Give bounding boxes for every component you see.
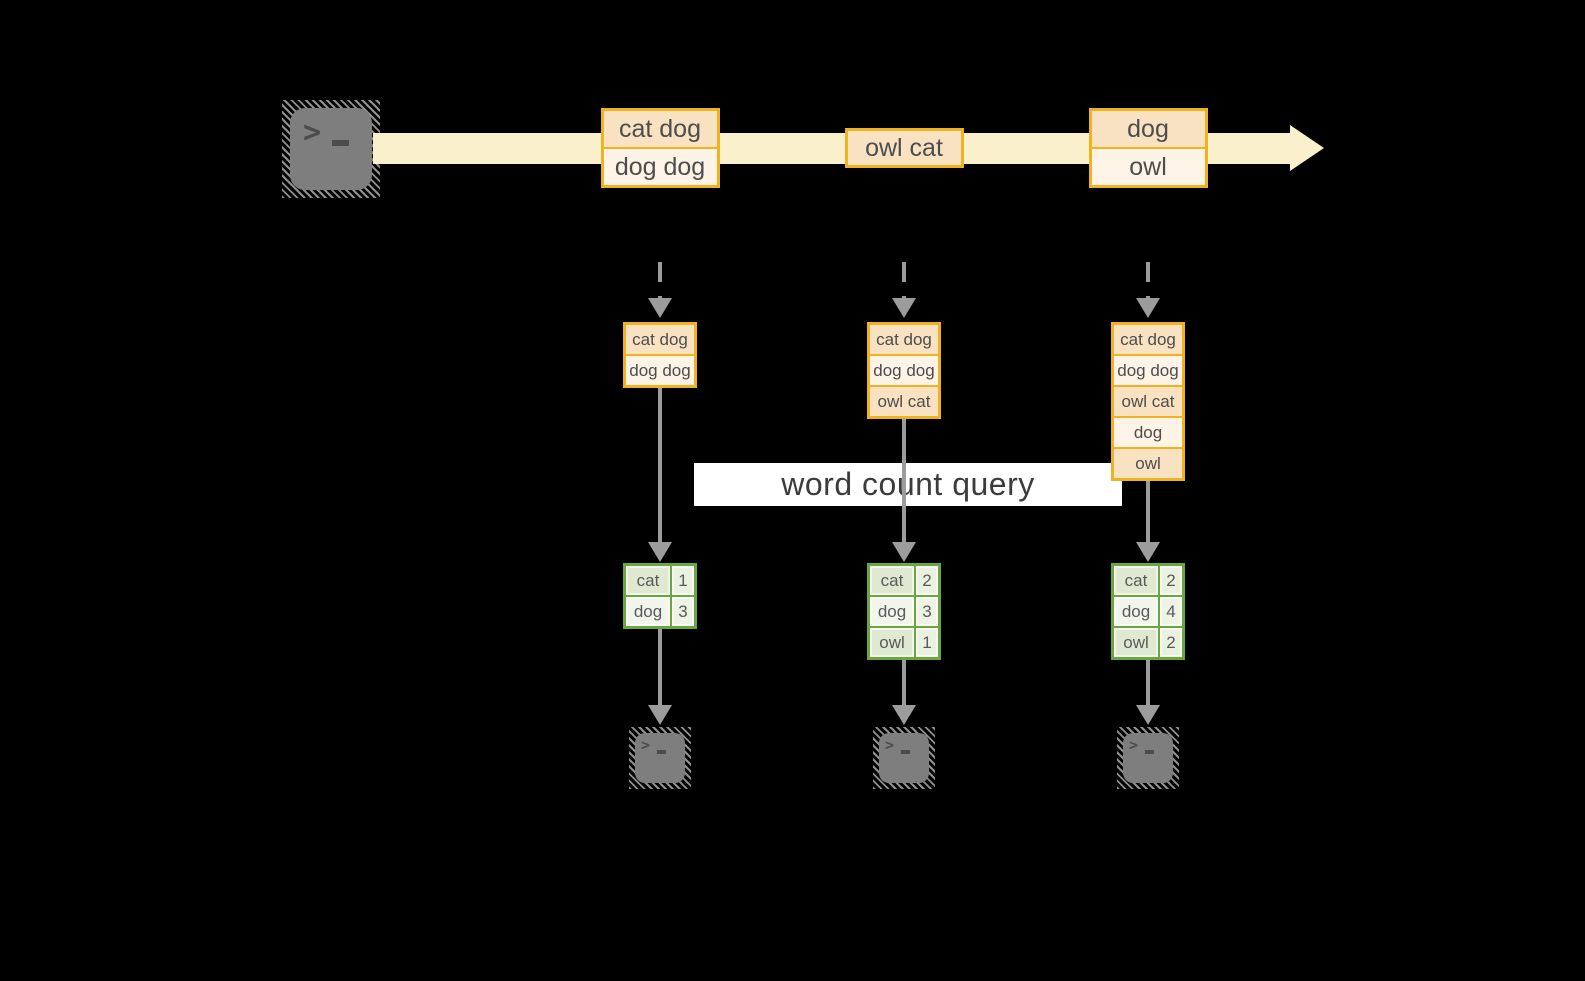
arrow-stem: [658, 262, 662, 298]
buffered-record: dog dog: [1114, 356, 1182, 385]
terminal-source-icon: >: [282, 100, 380, 198]
count-value-cell: 2: [1160, 628, 1182, 657]
arrowhead-icon: [892, 298, 916, 318]
buffered-record: owl cat: [870, 387, 938, 416]
terminal-output-icon: >: [1117, 727, 1179, 789]
terminal-cursor-icon: [657, 750, 666, 754]
arrowhead-icon: [648, 705, 672, 725]
terminal-prompt-icon: >: [1129, 736, 1139, 754]
arrowhead-icon: [648, 298, 672, 318]
count-word-cell: cat: [1114, 566, 1158, 595]
count-value-cell: 2: [916, 566, 938, 595]
count-value-cell: 4: [1160, 597, 1182, 626]
count-value-cell: 1: [672, 566, 694, 595]
arrowhead-icon: [648, 542, 672, 562]
buffered-record: cat dog: [870, 325, 938, 354]
terminal-prompt-icon: >: [885, 736, 895, 754]
stream-record: dog dog: [603, 149, 717, 185]
arrowhead-icon: [1136, 705, 1160, 725]
stream-record: owl: [1091, 149, 1205, 185]
query-label: word count query: [781, 466, 1035, 502]
terminal-prompt-icon: >: [641, 736, 651, 754]
buffered-record: cat dog: [1114, 325, 1182, 354]
buffered-record: dog dog: [870, 356, 938, 385]
arrow-stem: [902, 419, 906, 542]
count-word-cell: owl: [870, 628, 914, 657]
arrowhead-icon: [892, 705, 916, 725]
count-word-cell: cat: [626, 566, 670, 595]
arrowhead-icon: [892, 542, 916, 562]
terminal-cursor-icon: [332, 140, 349, 146]
buffered-record: cat dog: [626, 325, 694, 354]
arrow-stem: [1146, 262, 1150, 298]
buffered-record: dog dog: [626, 356, 694, 385]
buffered-record: dog: [1114, 418, 1182, 447]
count-word-cell: dog: [1114, 597, 1158, 626]
buffered-record: owl: [1114, 449, 1182, 478]
terminal-screen: >: [879, 733, 929, 783]
terminal-output-icon: >: [629, 727, 691, 789]
arrow-stem: [658, 388, 662, 542]
count-word-cell: dog: [870, 597, 914, 626]
stream-batch: owl cat: [844, 128, 964, 168]
terminal-output-icon: >: [873, 727, 935, 789]
buffered-record: owl cat: [1114, 387, 1182, 416]
count-word-cell: cat: [870, 566, 914, 595]
count-word-cell: owl: [1114, 628, 1158, 657]
query-label-band: word count query: [694, 463, 1122, 506]
terminal-screen: >: [1123, 733, 1173, 783]
terminal-screen: >: [635, 733, 685, 783]
stream-arrowhead-icon: [1290, 125, 1324, 171]
arrowhead-icon: [1136, 298, 1160, 318]
count-value-cell: 1: [916, 628, 938, 657]
count-word-cell: dog: [626, 597, 670, 626]
stream-record: dog: [1091, 111, 1205, 147]
count-value-cell: 3: [672, 597, 694, 626]
stream-record: owl cat: [847, 131, 961, 165]
arrow-stem: [658, 629, 662, 705]
terminal-prompt-icon: >: [303, 115, 322, 150]
count-value-cell: 2: [1160, 566, 1182, 595]
terminal-cursor-icon: [901, 750, 910, 754]
arrow-stem: [902, 660, 906, 705]
terminal-screen: >: [290, 108, 372, 190]
count-value-cell: 3: [916, 597, 938, 626]
terminal-cursor-icon: [1145, 750, 1154, 754]
arrow-stem: [1146, 660, 1150, 705]
stream-record: cat dog: [603, 111, 717, 147]
arrow-stem: [1146, 481, 1150, 542]
arrowhead-icon: [1136, 542, 1160, 562]
arrow-stem: [902, 262, 906, 298]
